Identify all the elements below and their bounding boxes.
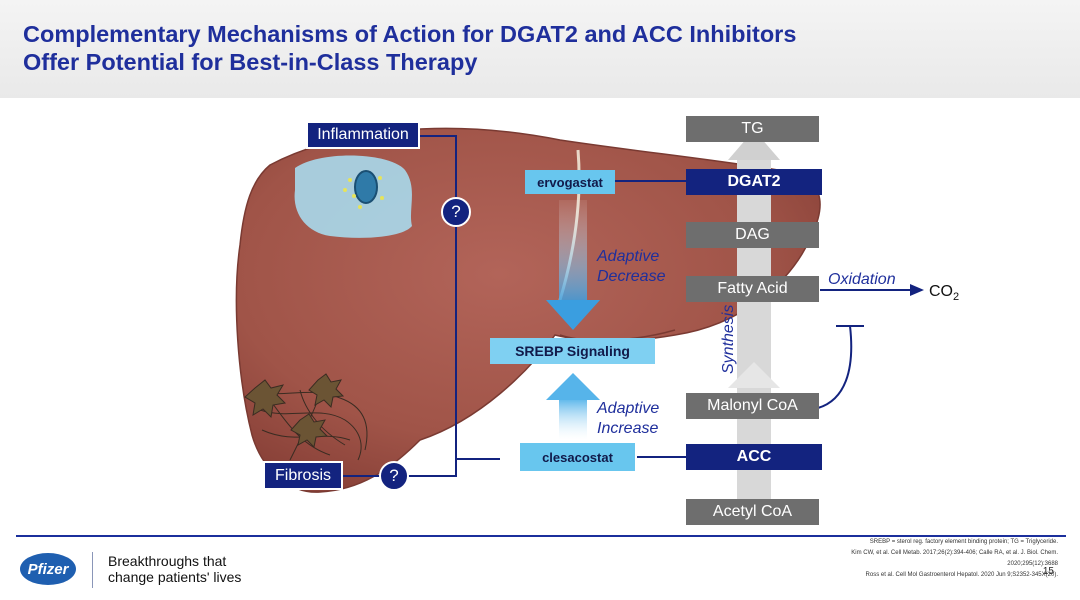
pathway-arrow-mid <box>728 362 780 388</box>
header-band: Complementary Mechanisms of Action for D… <box>0 0 1080 98</box>
fibrosis-label: Fibrosis <box>263 461 343 490</box>
page-title: Complementary Mechanisms of Action for D… <box>23 20 796 76</box>
srebp-signaling-label: SREBP Signaling <box>490 338 655 364</box>
fatty-acid-box: Fatty Acid <box>686 276 819 302</box>
cell-nucleus <box>354 170 378 204</box>
ervogastat-label: ervogastat <box>525 170 615 194</box>
adaptive-increase-head <box>546 373 600 400</box>
malonyl-coa-box: Malonyl CoA <box>686 393 819 419</box>
oxidation-arrow-head <box>910 284 924 296</box>
pathway-arrow-top <box>728 130 780 160</box>
title-line-2: Offer Potential for Best-in-Class Therap… <box>23 49 478 75</box>
adaptive-increase-text: Adaptive Increase <box>597 400 660 437</box>
clesacostat-label: clesacostat <box>520 443 635 471</box>
oxidation-label: Oxidation <box>828 271 896 288</box>
adaptive-decrease-text: Adaptive Decrease <box>597 248 666 285</box>
title-line-1: Complementary Mechanisms of Action for D… <box>23 21 797 47</box>
acc-box: ACC <box>686 444 822 470</box>
inflammation-label: Inflammation <box>306 121 420 149</box>
stellate-cells <box>244 373 345 449</box>
dgat2-box: DGAT2 <box>686 169 822 195</box>
synthesis-label: Synthesis <box>720 304 737 374</box>
inflammation-question-badge: ? <box>441 197 471 227</box>
connector-lines <box>340 135 912 477</box>
co2-label: CO2 <box>929 283 960 304</box>
adaptive-increase-stem <box>559 398 587 440</box>
page-number: 15 <box>1042 566 1054 577</box>
cytokine-dots <box>343 176 384 209</box>
dag-box: DAG <box>686 222 819 248</box>
adaptive-decrease-stem <box>559 200 587 302</box>
footnotes: SREBP = sterol reg. factory element bind… <box>851 539 1058 578</box>
acetyl-coa-box: Acetyl CoA <box>686 499 819 525</box>
fibrosis-question-badge: ? <box>379 461 409 491</box>
tg-box: TG <box>686 116 819 142</box>
footer-divider <box>16 535 1066 537</box>
adaptive-decrease-head <box>546 300 600 330</box>
logo-separator <box>92 552 93 588</box>
pfizer-logo: Pfizer <box>20 553 76 585</box>
tagline: Breakthroughs that change patients' live… <box>108 553 242 585</box>
